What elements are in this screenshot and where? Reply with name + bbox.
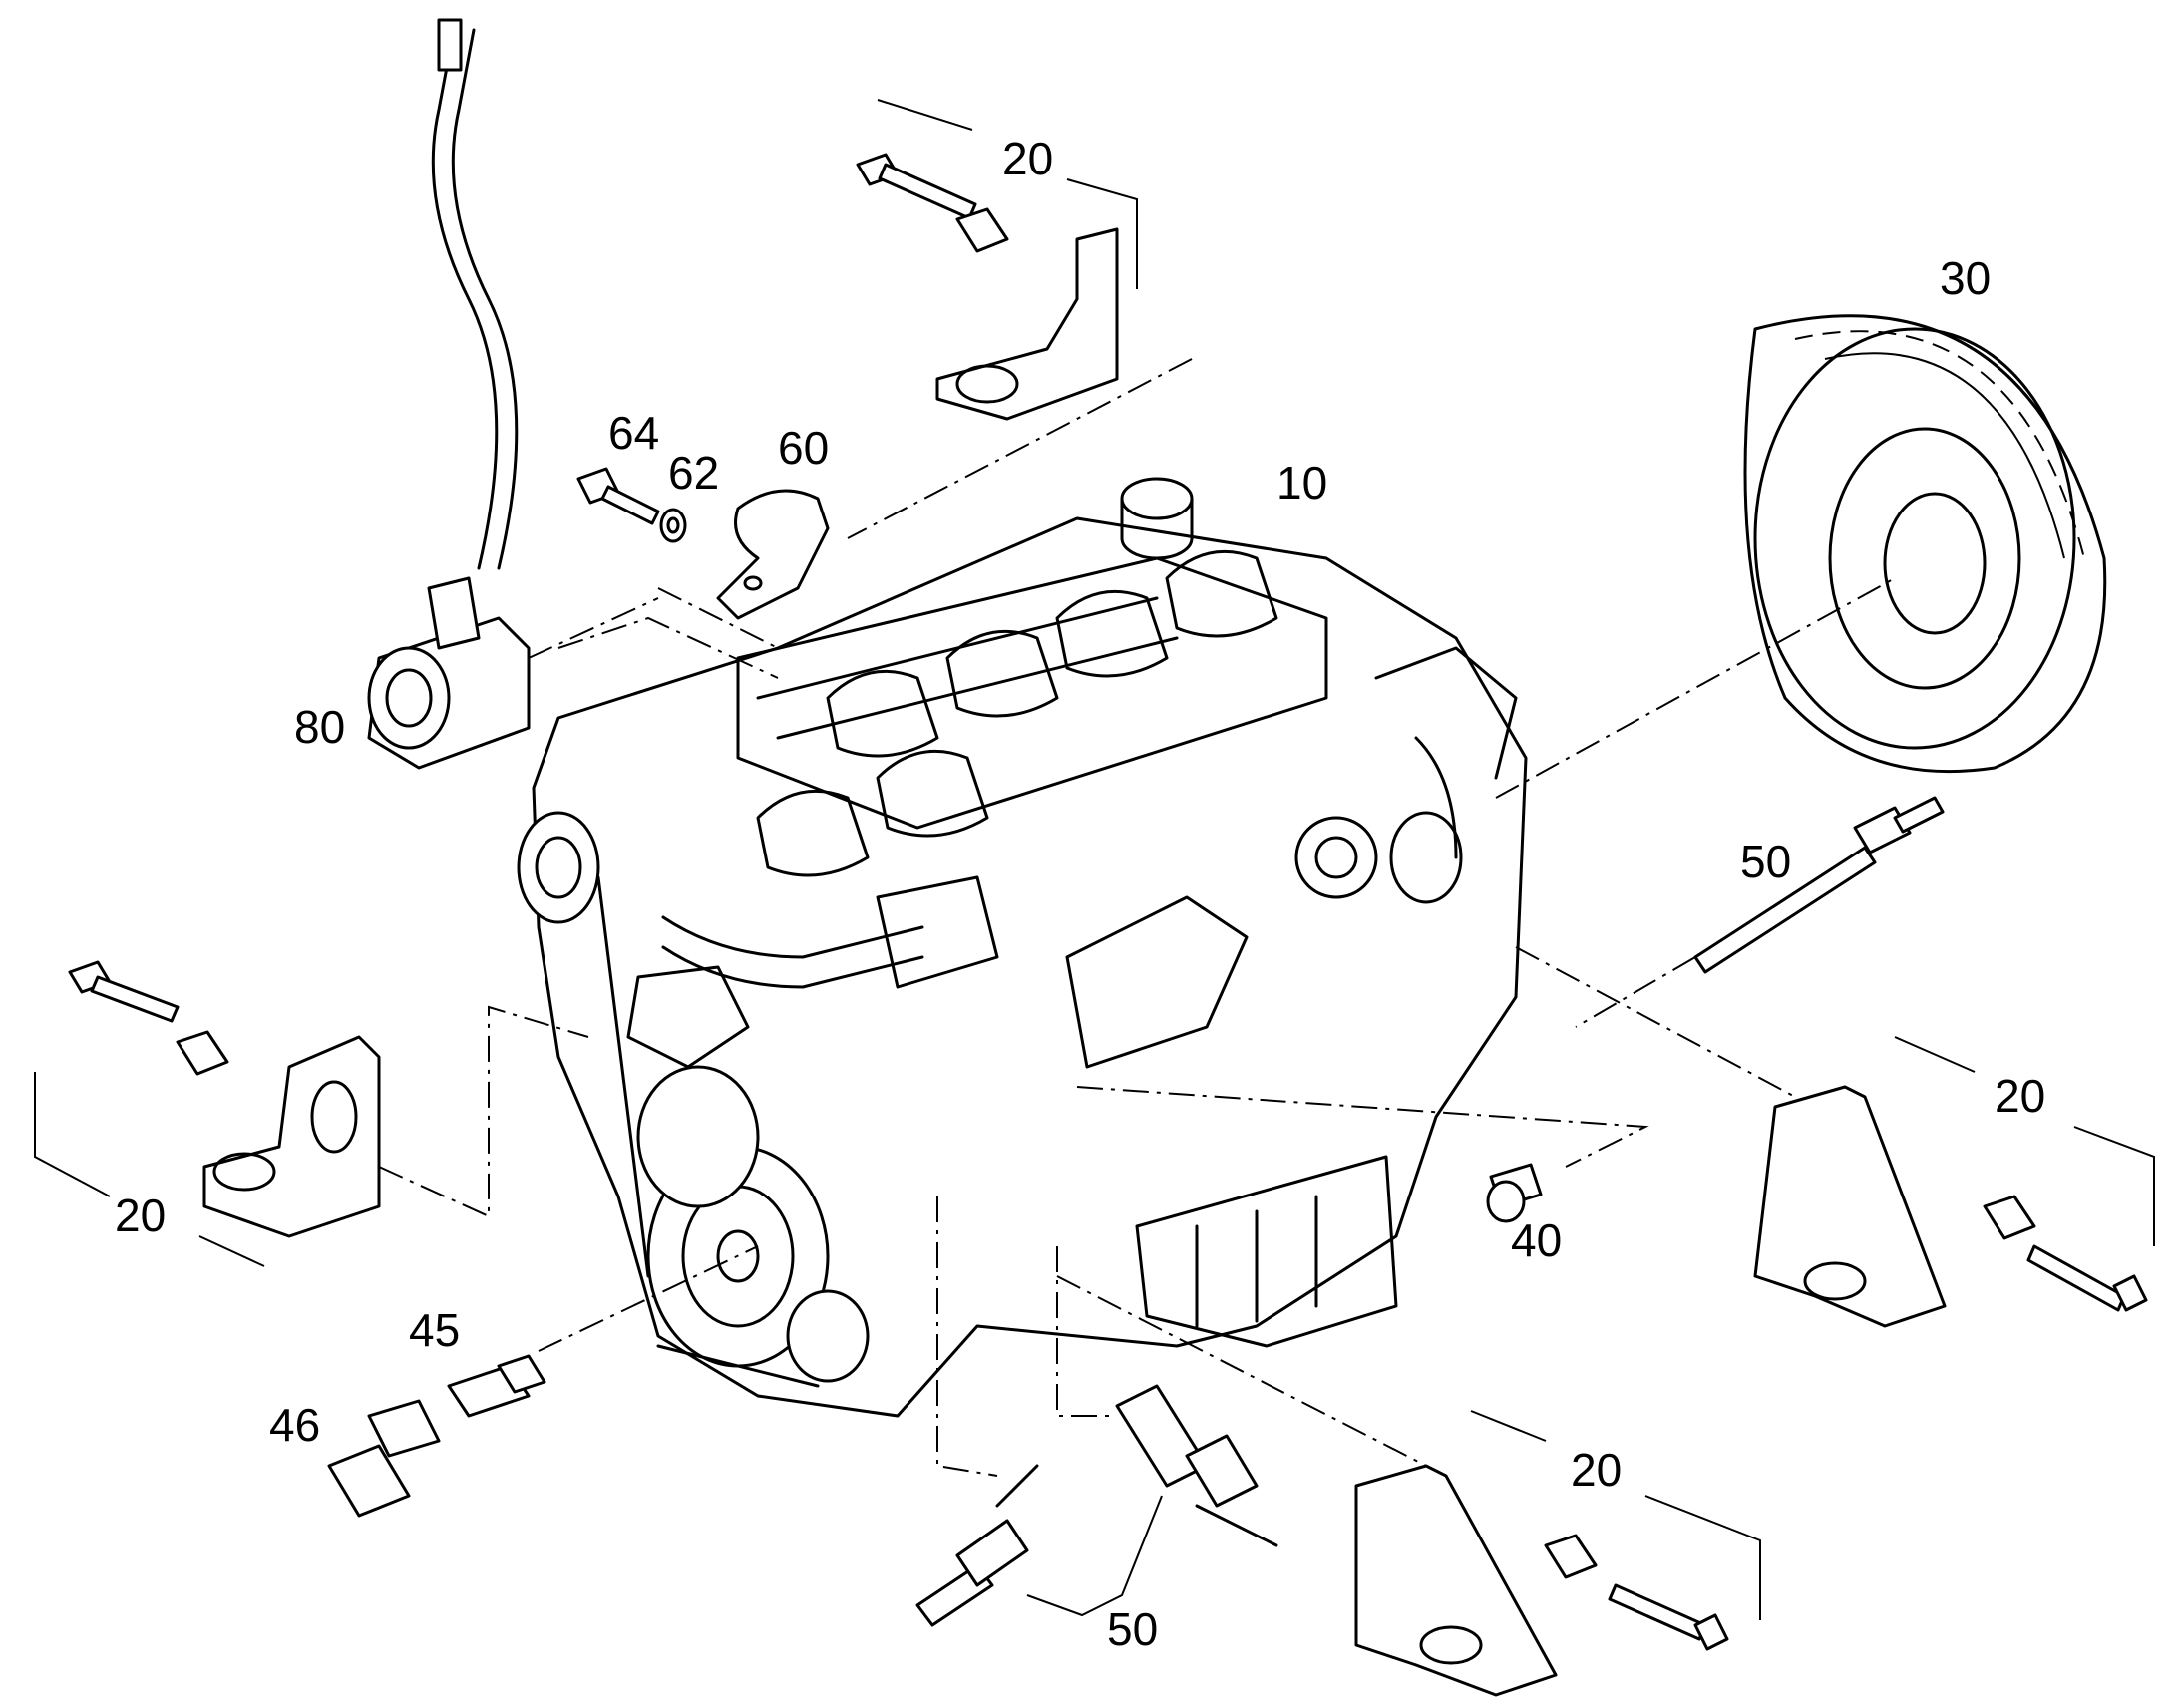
engine-mount-top [856,153,1119,421]
callout-80: 80 [294,701,345,753]
engine-mount-bottom [1354,1464,1729,1697]
callout-46: 46 [269,1399,320,1451]
callout-60: 60 [778,422,829,474]
elbow-46 [327,1399,441,1518]
cylinder-head-covers [756,549,1278,877]
hydraulic-pump-with-hose [367,18,531,770]
callout-labels: 10 20 20 20 20 30 40 45 46 50 50 60 62 6… [115,133,2045,1655]
flywheel-housing [1743,314,2107,774]
callout-40: 40 [1511,1214,1562,1266]
adapter-45 [447,1354,546,1418]
front-pulleys [517,811,870,1388]
callout-brackets [34,99,2155,1620]
clamp-60 [716,489,830,620]
bolt-64 [576,467,660,525]
drain-valve-50-left [915,1464,1039,1627]
dipstick-50-right [1693,796,1945,974]
callout-20-top: 20 [1002,133,1053,184]
callout-20-right: 20 [1995,1070,2045,1122]
engine-mount-right [1753,1085,2148,1328]
callout-50-right: 50 [1740,836,1791,887]
callout-45: 45 [409,1304,460,1356]
plug-40 [1486,1163,1543,1223]
washer-62 [659,508,687,543]
engine-assembly [517,477,1528,1418]
callout-10: 10 [1276,457,1327,509]
callout-20-left: 20 [115,1190,166,1241]
engine-mount-left [68,960,381,1238]
callout-50-bottom: 50 [1107,1603,1158,1655]
callout-20-bottom: 20 [1571,1444,1622,1496]
callout-30: 30 [1940,252,1991,304]
drain-valve-50-right [1115,1384,1278,1547]
leader-lines [378,358,1896,1477]
callout-62: 62 [668,447,719,499]
callout-64: 64 [608,407,659,459]
oil-filler-cap [1120,477,1194,560]
